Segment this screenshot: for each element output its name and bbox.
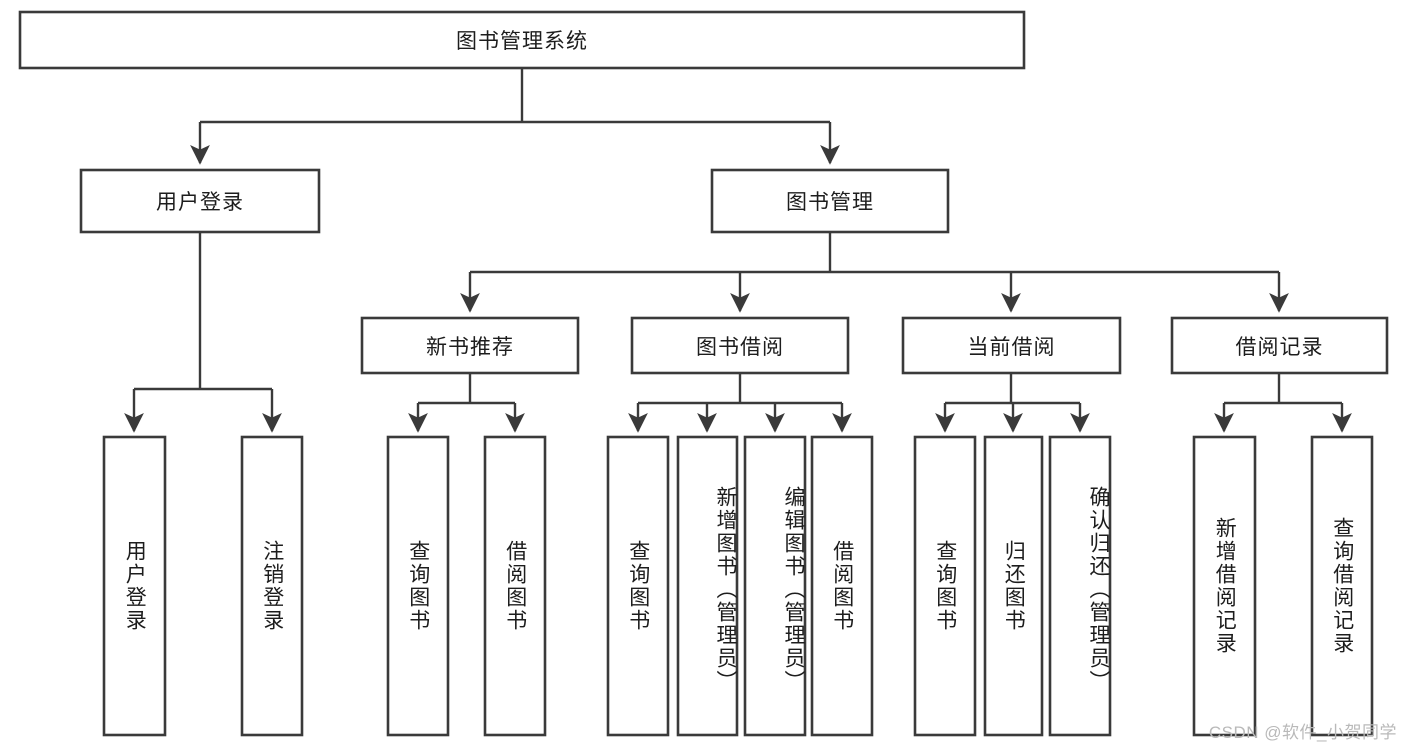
node-book-borrow[interactable] bbox=[630, 316, 850, 375]
node-leaf-query-borrow-record[interactable] bbox=[1310, 435, 1374, 737]
node-leaf-add-borrow-record[interactable] bbox=[1192, 435, 1257, 737]
node-leaf-add-book[interactable] bbox=[676, 435, 739, 737]
node-borrow-record[interactable] bbox=[1170, 316, 1389, 375]
node-user-login[interactable] bbox=[79, 168, 321, 234]
node-leaf-confirm-return[interactable] bbox=[1048, 435, 1112, 737]
node-book-manage[interactable] bbox=[710, 168, 950, 234]
node-leaf-user-login[interactable] bbox=[102, 435, 167, 737]
node-leaf-edit-book[interactable] bbox=[743, 435, 807, 737]
node-leaf-borrow-book[interactable] bbox=[810, 435, 874, 737]
node-leaf-borrow-book-rec[interactable] bbox=[483, 435, 547, 737]
node-new-book-rec[interactable] bbox=[360, 316, 580, 375]
node-leaf-query-book-borrow[interactable] bbox=[606, 435, 670, 737]
node-current-borrow[interactable] bbox=[901, 316, 1122, 375]
node-root[interactable] bbox=[18, 10, 1026, 70]
node-leaf-return-book[interactable] bbox=[983, 435, 1044, 737]
node-leaf-user-logout[interactable] bbox=[240, 435, 304, 737]
node-leaf-query-book-rec[interactable] bbox=[386, 435, 450, 737]
node-leaf-query-book-current[interactable] bbox=[913, 435, 977, 737]
